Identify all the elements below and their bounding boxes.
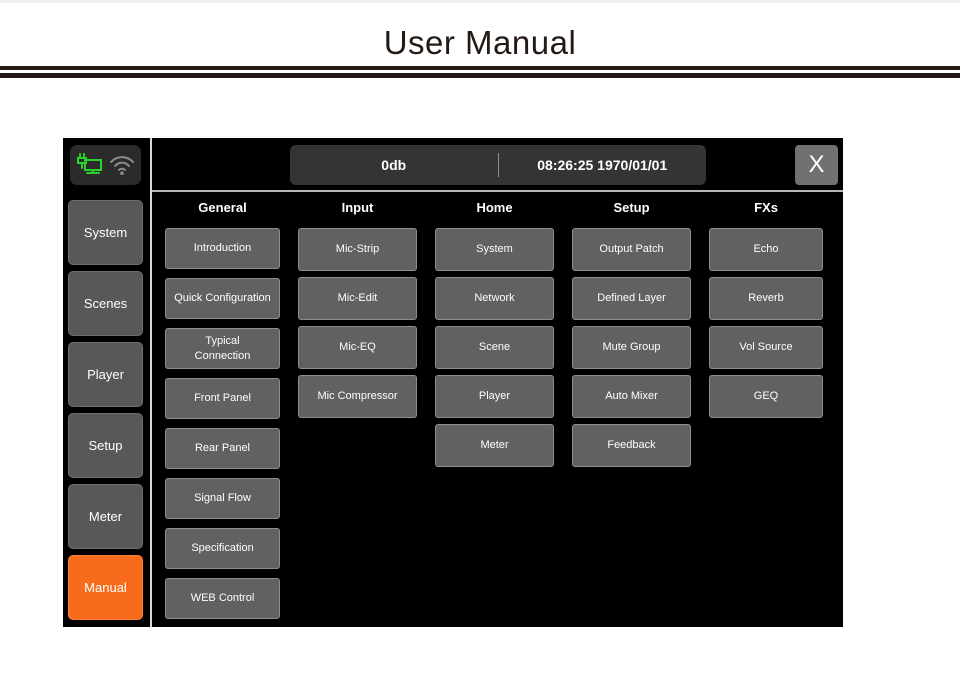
column-header-input: Input bbox=[341, 200, 374, 215]
status-pill: 0db 08:26:25 1970/01/01 bbox=[290, 145, 706, 185]
topic-button-vol-source[interactable]: Vol Source bbox=[709, 326, 823, 369]
close-button[interactable]: X bbox=[795, 145, 838, 185]
wifi-icon bbox=[110, 156, 134, 175]
wired-network-icon bbox=[77, 153, 102, 174]
sidebar-item-meter[interactable]: Meter bbox=[68, 484, 143, 549]
pill-separator bbox=[497, 153, 499, 177]
sidebar-item-manual[interactable]: Manual bbox=[68, 555, 143, 620]
connection-status-box bbox=[70, 145, 141, 185]
topic-button-rear-panel[interactable]: Rear Panel bbox=[165, 428, 280, 469]
topic-button-mic-compressor[interactable]: Mic Compressor bbox=[298, 375, 417, 418]
sidebar-item-setup[interactable]: Setup bbox=[68, 413, 143, 478]
topbar-divider bbox=[152, 190, 843, 192]
topic-button-mic-edit[interactable]: Mic-Edit bbox=[298, 277, 417, 320]
sidebar-item-player[interactable]: Player bbox=[68, 342, 143, 407]
db-readout: 0db bbox=[381, 157, 407, 173]
datetime-readout: 08:26:25 1970/01/01 bbox=[537, 157, 668, 173]
title-divider-line-2 bbox=[0, 73, 960, 78]
topic-button-reverb[interactable]: Reverb bbox=[709, 277, 823, 320]
column-header-general: General bbox=[198, 200, 247, 215]
topic-button-system[interactable]: System bbox=[435, 228, 554, 271]
sidebar-divider bbox=[150, 138, 152, 627]
topic-button-feedback[interactable]: Feedback bbox=[572, 424, 691, 467]
topic-button-signal-flow[interactable]: Signal Flow bbox=[165, 478, 280, 519]
column-header-home: Home bbox=[476, 200, 513, 215]
topic-button-front-panel[interactable]: Front Panel bbox=[165, 378, 280, 419]
topic-button-web-control[interactable]: WEB Control bbox=[165, 578, 280, 619]
topic-button-defined-layer[interactable]: Defined Layer bbox=[572, 277, 691, 320]
page-top-strip bbox=[0, 0, 960, 3]
topic-button-mic-eq[interactable]: Mic-EQ bbox=[298, 326, 417, 369]
topic-button-player[interactable]: Player bbox=[435, 375, 554, 418]
topic-button-auto-mixer[interactable]: Auto Mixer bbox=[572, 375, 691, 418]
topic-button-meter[interactable]: Meter bbox=[435, 424, 554, 467]
topic-button-scene[interactable]: Scene bbox=[435, 326, 554, 369]
column-header-setup: Setup bbox=[613, 200, 650, 215]
topic-button-specification[interactable]: Specification bbox=[165, 528, 280, 569]
topic-button-geq[interactable]: GEQ bbox=[709, 375, 823, 418]
topic-button-introduction[interactable]: Introduction bbox=[165, 228, 280, 269]
topic-button-typical-connection[interactable]: Typical Connection bbox=[165, 328, 280, 369]
topic-button-quick-configuration[interactable]: Quick Configuration bbox=[165, 278, 280, 319]
topic-button-mute-group[interactable]: Mute Group bbox=[572, 326, 691, 369]
topic-button-echo[interactable]: Echo bbox=[709, 228, 823, 271]
sidebar-item-scenes[interactable]: Scenes bbox=[68, 271, 143, 336]
sidebar-item-system[interactable]: System bbox=[68, 200, 143, 265]
title-divider-line-1 bbox=[0, 66, 960, 70]
topic-button-mic-strip[interactable]: Mic-Strip bbox=[298, 228, 417, 271]
topic-button-output-patch[interactable]: Output Patch bbox=[572, 228, 691, 271]
page-title: User Manual bbox=[383, 24, 577, 61]
topic-button-network[interactable]: Network bbox=[435, 277, 554, 320]
topbar: 0db 08:26:25 1970/01/01 X bbox=[152, 138, 843, 190]
column-header-fxs: FXs bbox=[754, 200, 778, 215]
